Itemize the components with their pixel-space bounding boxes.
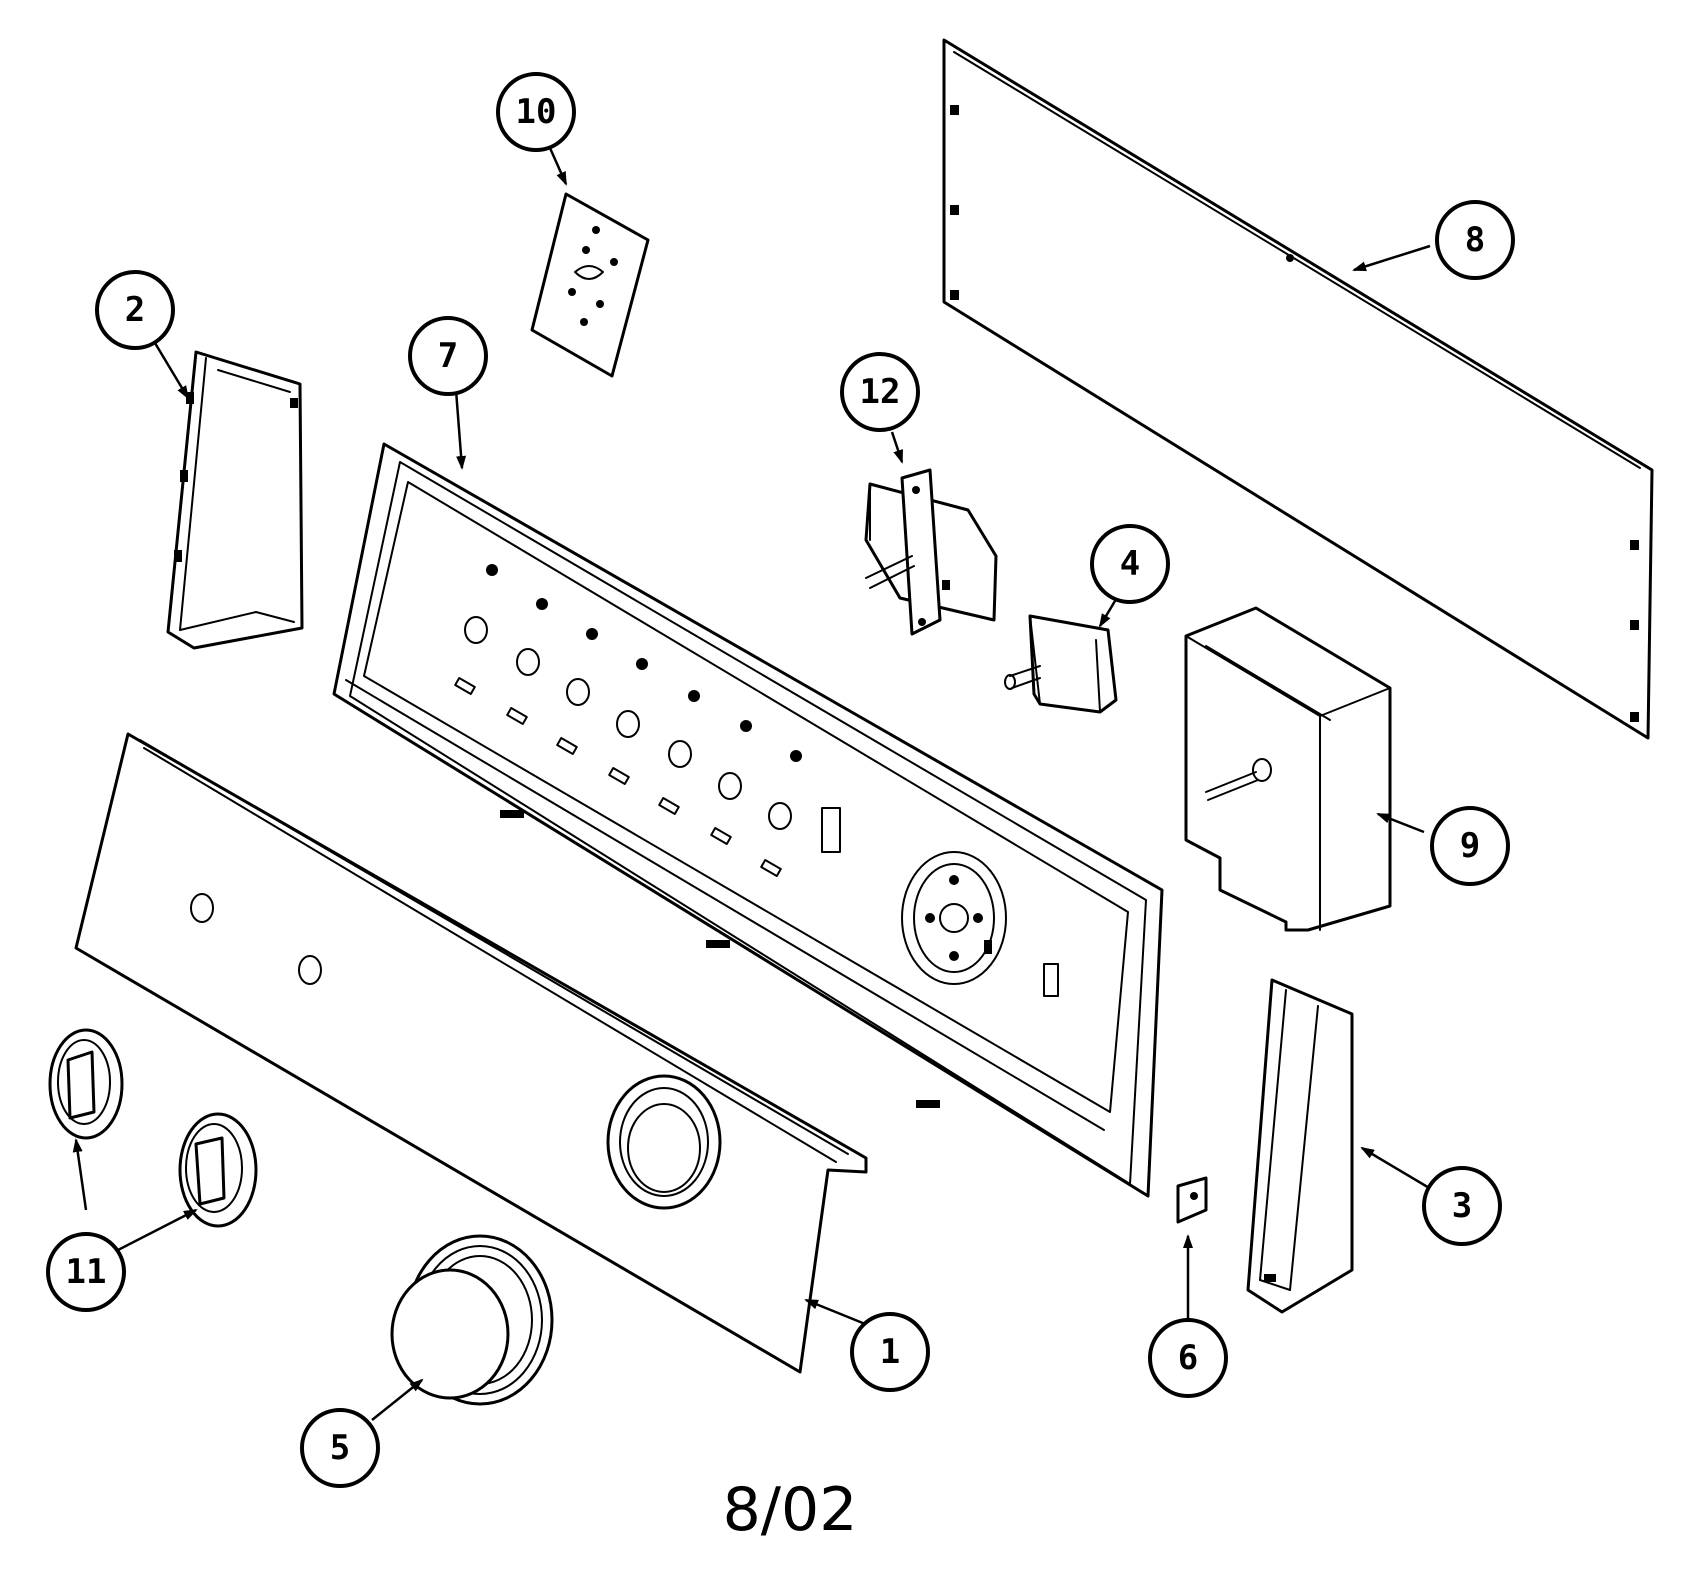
console-slots: [454, 677, 782, 877]
front-panel-knob-opening: [606, 1074, 722, 1210]
callout-8-label: 8: [1465, 220, 1485, 260]
callout-7: 7: [408, 316, 488, 396]
callout-12-label: 12: [860, 372, 901, 412]
callout-1: 1: [850, 1312, 930, 1392]
part-2-left-end-cap: [166, 350, 304, 650]
console-indicator-dots: [486, 564, 802, 762]
callout-3-label: 3: [1452, 1186, 1472, 1226]
console-timer-opening: [901, 851, 1007, 985]
console-button-holes: [464, 616, 792, 830]
part-10-bracket-plate: [530, 192, 650, 378]
date-code: 8/02: [723, 1475, 858, 1545]
part-4-selector-switch: [1004, 614, 1118, 714]
callout-5-label: 5: [330, 1428, 350, 1468]
leader-lines: [72, 147, 1437, 1421]
callout-9-label: 9: [1460, 826, 1480, 866]
callout-6-label: 6: [1178, 1338, 1198, 1378]
callout-7-label: 7: [438, 336, 458, 376]
callout-6: 6: [1148, 1318, 1228, 1398]
callout-9: 9: [1430, 806, 1510, 886]
part-11-knob-lower: [178, 1112, 258, 1228]
callout-3: 3: [1422, 1166, 1502, 1246]
part-5-large-knob: [390, 1234, 554, 1406]
callout-8: 8: [1435, 200, 1515, 280]
part-1-front-panel: [74, 732, 868, 1374]
callout-5: 5: [300, 1408, 380, 1488]
callout-11: 11: [46, 1232, 126, 1312]
callout-12: 12: [840, 352, 920, 432]
part-3-right-end-cap: [1246, 978, 1354, 1314]
part-9-timer-box: [1184, 606, 1392, 932]
part-11-knob-upper: [48, 1028, 124, 1140]
callout-2: 2: [95, 270, 175, 350]
part-6-clip: [1176, 1176, 1208, 1224]
callout-4-label: 4: [1120, 544, 1140, 584]
part-8-rear-panel: [942, 38, 1654, 740]
callout-4: 4: [1090, 524, 1170, 604]
part-7-console-panel: [332, 442, 1164, 1198]
callout-2-label: 2: [125, 290, 145, 330]
callout-10-label: 10: [516, 92, 557, 132]
timer-shaft: [1205, 758, 1272, 801]
callout-11-label: 11: [66, 1252, 107, 1292]
callout-10: 10: [496, 72, 576, 152]
callout-1-label: 1: [880, 1332, 900, 1372]
part-12-switch: [864, 468, 998, 636]
